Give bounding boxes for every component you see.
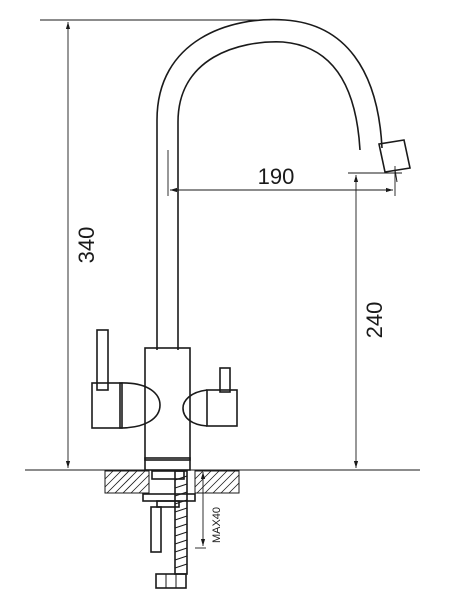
dimension-max40: MAX40 xyxy=(195,472,223,549)
aerator-icon xyxy=(378,139,411,173)
dimension-240-label: 240 xyxy=(362,302,387,339)
dimension-340-label: 340 xyxy=(74,227,99,264)
dimension-340: 340 xyxy=(40,19,270,468)
right-handle xyxy=(182,367,238,427)
mounting-assembly xyxy=(142,470,196,589)
dimension-max40-label: MAX40 xyxy=(211,507,223,543)
dimension-240: 240 xyxy=(348,172,402,468)
dimension-190-label: 190 xyxy=(258,164,295,189)
countertop-section-right xyxy=(194,470,240,494)
hose-nut-icon xyxy=(155,573,187,589)
left-handle xyxy=(91,329,161,429)
countertop-section-left xyxy=(104,470,150,494)
